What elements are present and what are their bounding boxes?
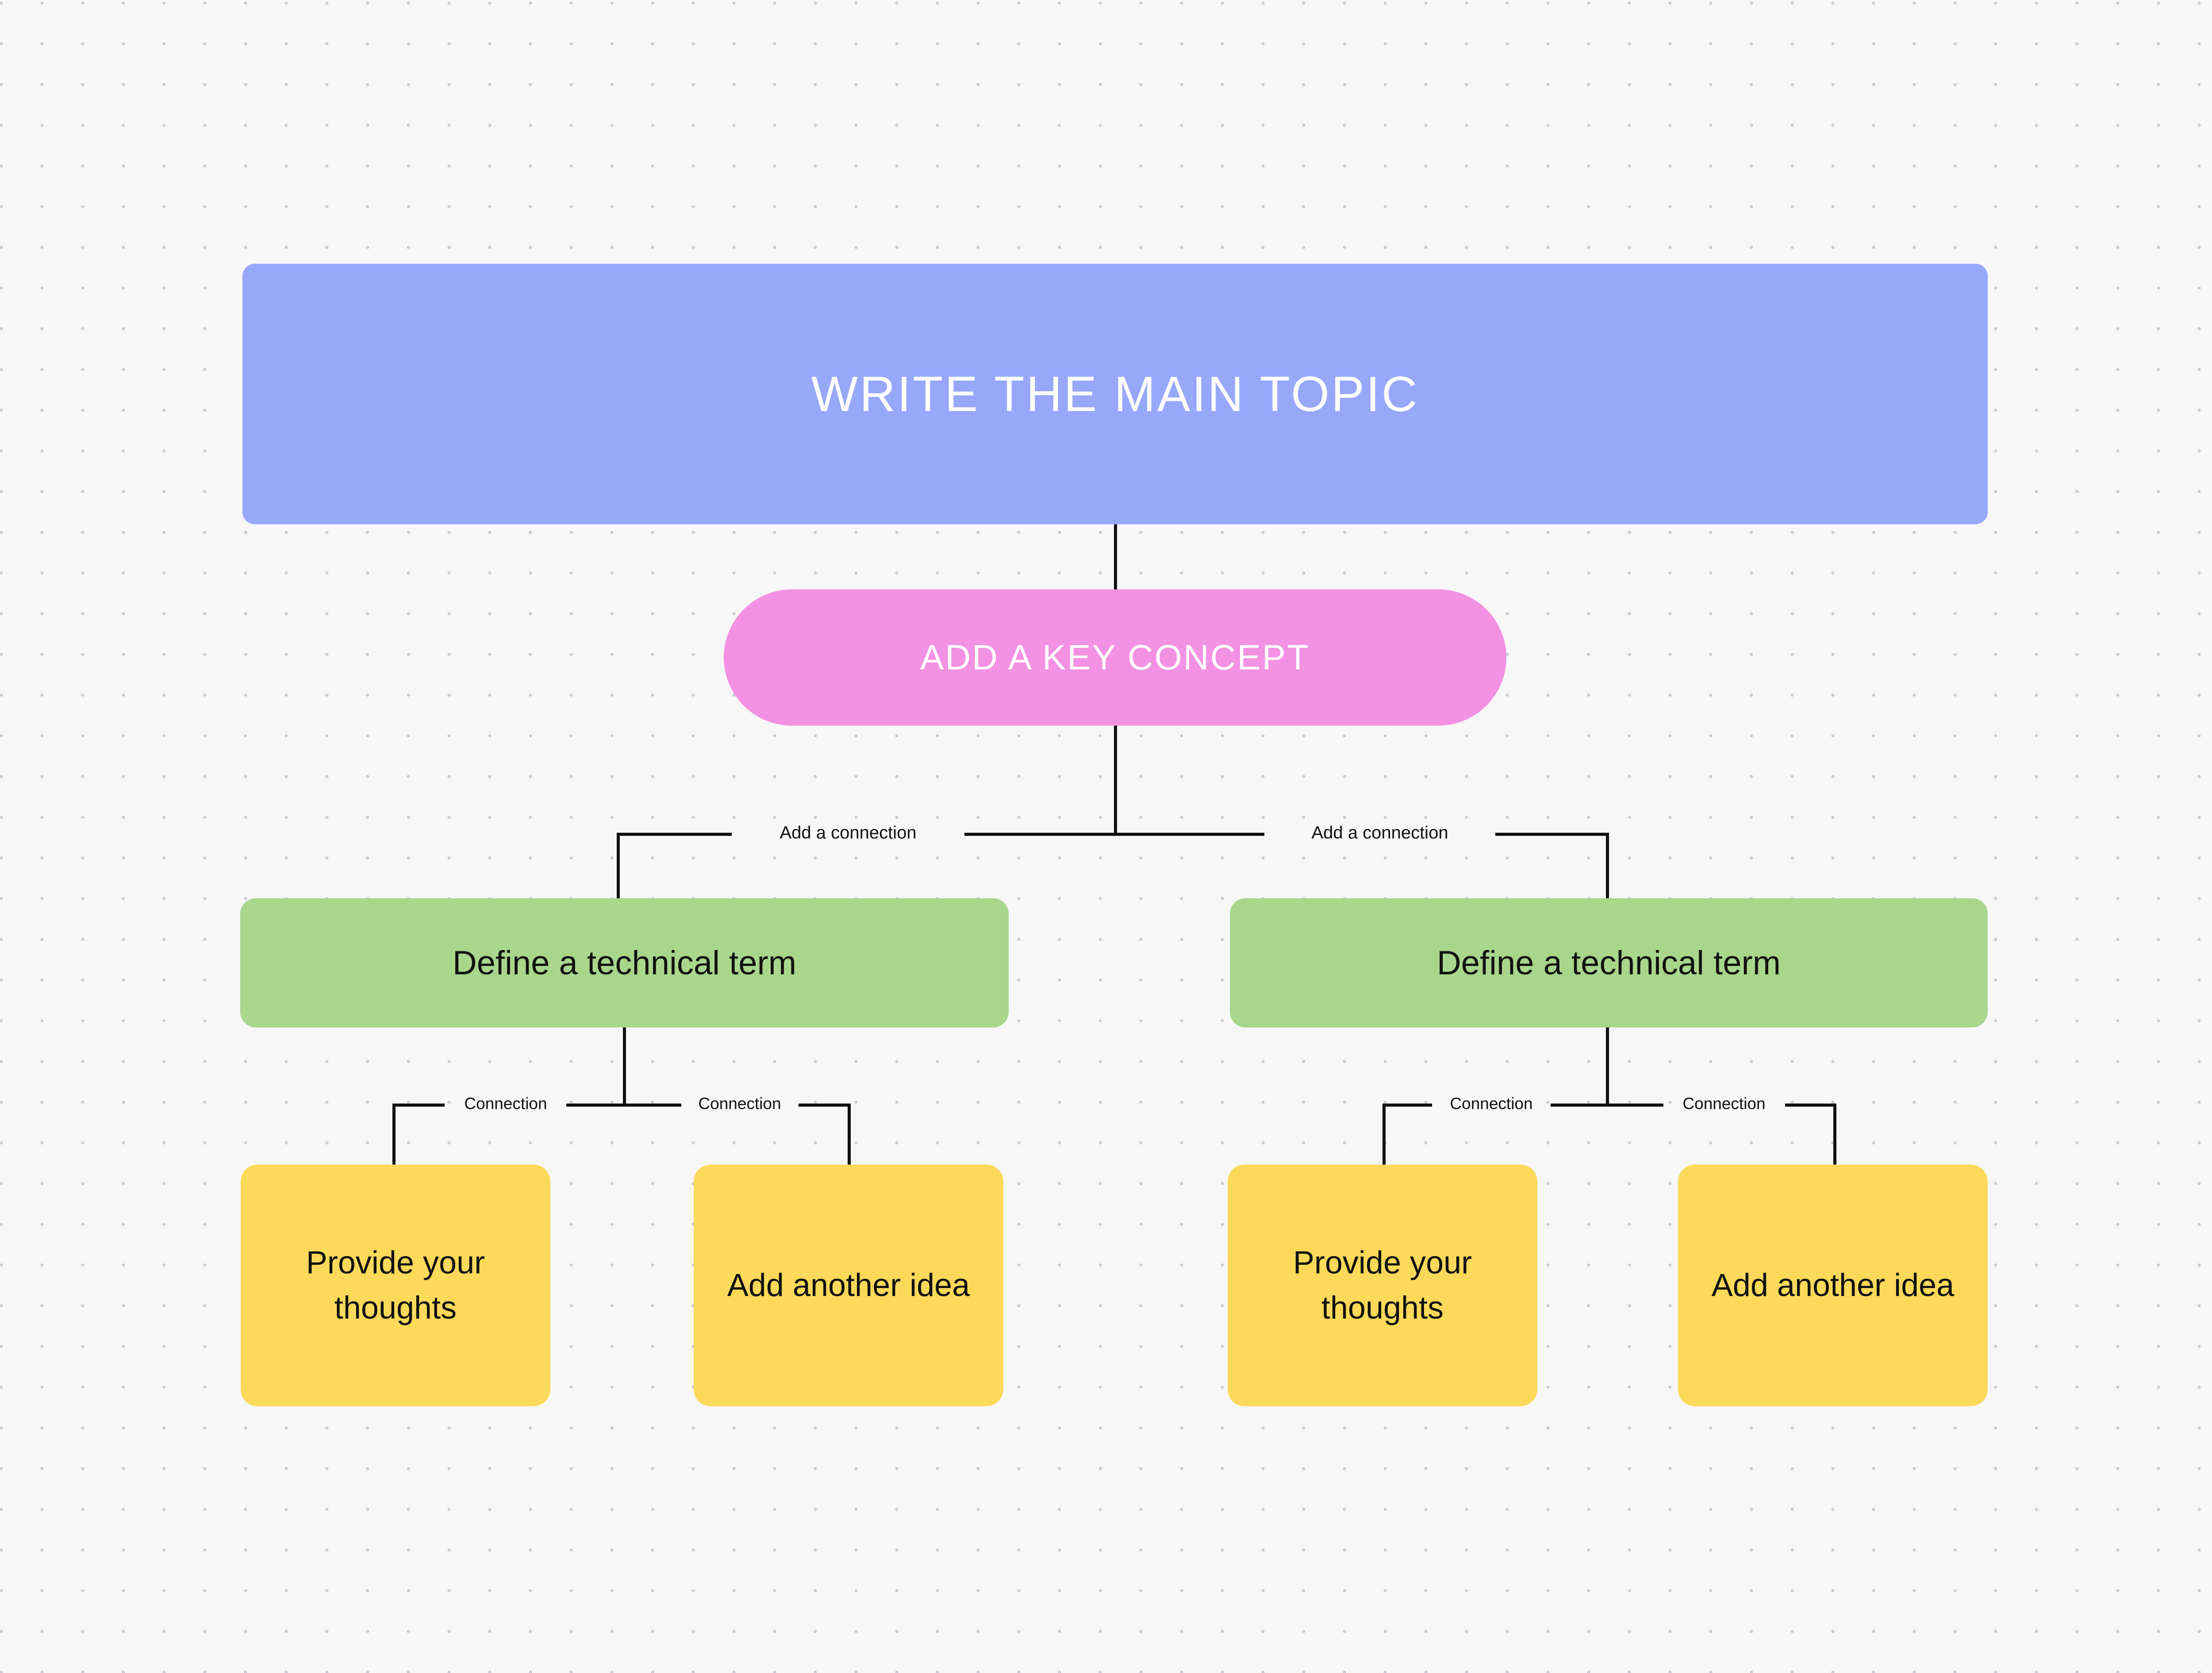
- node-branch-right-label: Define a technical term: [1436, 944, 1781, 982]
- connector-level3-right-bus-outer-c: [1382, 1104, 1432, 1107]
- node-main-topic[interactable]: WRITE THE MAIN TOPIC: [242, 264, 1988, 524]
- node-leaf-right-thoughts[interactable]: Provide your thoughts: [1228, 1165, 1537, 1406]
- connector-level3-left-bus-inner-a: [566, 1104, 626, 1107]
- connector-root-to-key: [1114, 524, 1117, 591]
- node-leaf-left-idea-label: Add another idea: [727, 1267, 970, 1303]
- edge-label-connection-c: Connection: [1441, 1095, 1542, 1112]
- edge-label-add-connection-left: Add a connection: [770, 824, 926, 842]
- node-branch-left[interactable]: Define a technical term: [240, 898, 1009, 1027]
- edge-label-connection-a: Connection: [455, 1095, 556, 1112]
- connector-level2-bus-left-inner: [964, 833, 1117, 836]
- connector-level2-bus-right-outer: [1495, 833, 1609, 836]
- node-leaf-right-idea-label: Add another idea: [1711, 1267, 1955, 1303]
- node-leaf-left-idea[interactable]: Add another idea: [694, 1165, 1003, 1406]
- edge-label-connection-d: Connection: [1674, 1095, 1774, 1112]
- node-main-topic-label: WRITE THE MAIN TOPIC: [811, 366, 1419, 422]
- node-leaf-right-idea[interactable]: Add another idea: [1678, 1165, 1988, 1406]
- connector-level3-drop-c: [1382, 1104, 1386, 1166]
- edge-label-add-connection-right: Add a connection: [1302, 824, 1458, 842]
- connector-level3-left-bus-outer-a: [392, 1104, 445, 1107]
- connector-level3-left-bus-outer-b: [799, 1104, 851, 1107]
- connector-level2-drop-left: [617, 833, 620, 899]
- connector-level3-right-bus-inner-d: [1606, 1104, 1663, 1107]
- connector-level3-drop-d: [1833, 1104, 1836, 1166]
- connector-level3-left-bus-inner-b: [623, 1104, 681, 1107]
- node-key-concept-label: ADD A KEY CONCEPT: [920, 638, 1310, 677]
- node-leaf-right-thoughts-label: Provide your thoughts: [1293, 1245, 1472, 1326]
- connector-level3-drop-b: [848, 1104, 851, 1166]
- connector-level3-right-bus-outer-d: [1785, 1104, 1836, 1107]
- connector-branch-right-down: [1606, 1027, 1609, 1105]
- connector-level2-bus-left-outer: [617, 833, 732, 836]
- node-leaf-left-thoughts[interactable]: Provide your thoughts: [241, 1165, 550, 1406]
- connector-key-down: [1114, 726, 1117, 834]
- edge-label-connection-b: Connection: [689, 1095, 790, 1112]
- node-branch-left-label: Define a technical term: [452, 944, 797, 982]
- node-leaf-left-thoughts-label: Provide your thoughts: [306, 1245, 485, 1326]
- node-branch-right[interactable]: Define a technical term: [1230, 898, 1988, 1027]
- connector-level2-bus-right-inner: [1114, 833, 1264, 836]
- connector-branch-left-down: [623, 1027, 626, 1105]
- connector-level2-drop-right: [1606, 833, 1609, 899]
- connector-level3-right-bus-inner-c: [1551, 1104, 1609, 1107]
- connector-level3-drop-a: [392, 1104, 396, 1166]
- node-key-concept[interactable]: ADD A KEY CONCEPT: [724, 589, 1506, 726]
